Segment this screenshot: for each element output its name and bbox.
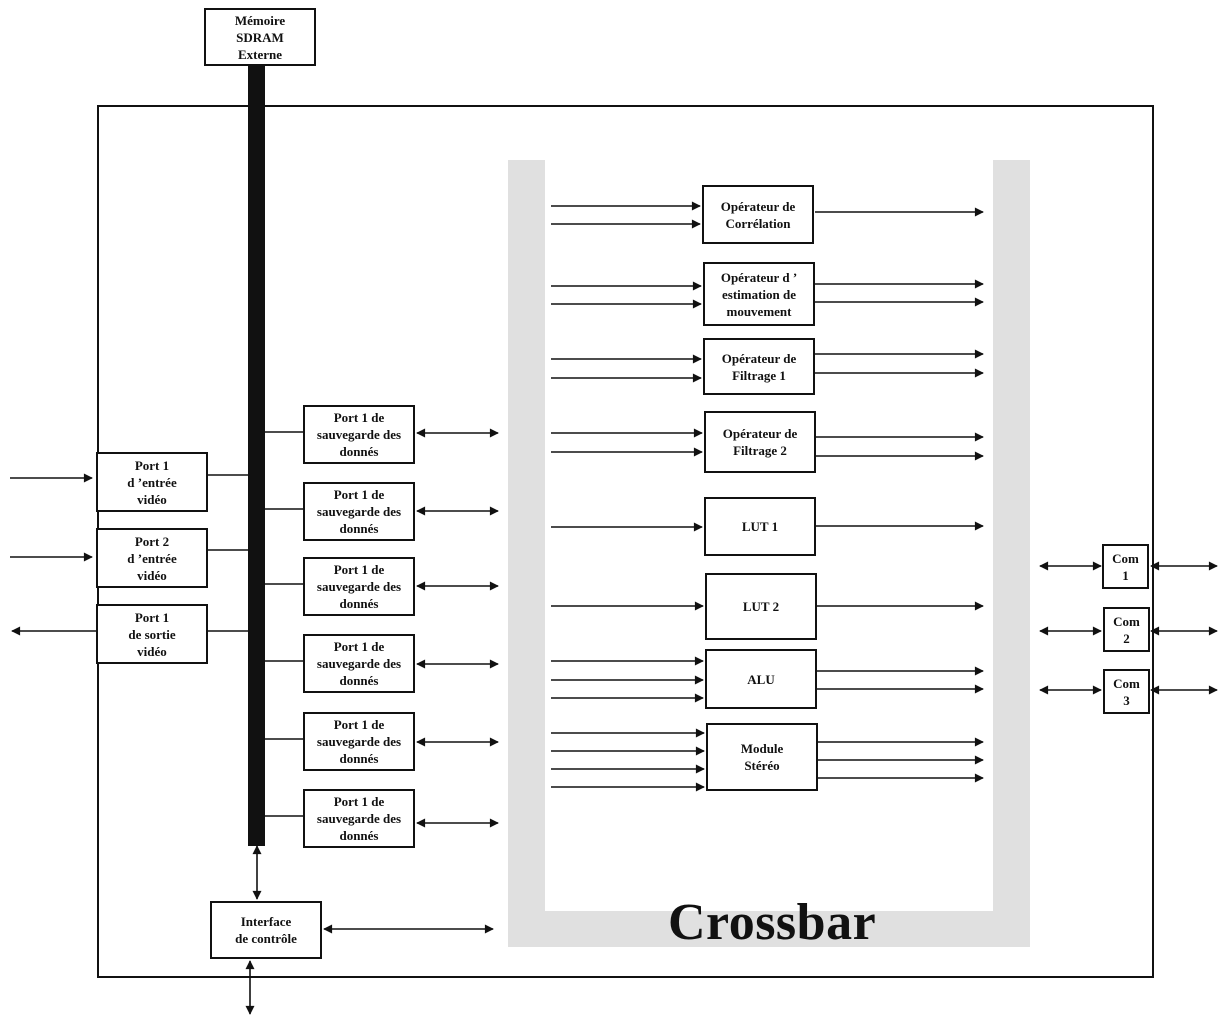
correlation-operator: Opérateur de Corrélation <box>702 185 814 244</box>
filtering-1-operator: Opérateur de Filtrage 1 <box>703 338 815 395</box>
sdram-memory-label: Mémoire SDRAM Externe <box>234 12 286 62</box>
operator-label: Opérateur d ’ estimation de mouvement <box>720 269 798 319</box>
com-port-label: Com 2 <box>1113 613 1140 646</box>
control-interface-label: Interface de contrôle <box>235 914 297 946</box>
save-port-label: Port 1 de sauvegarde des donnés <box>316 794 402 843</box>
motion-estimation-operator: Opérateur d ’ estimation de mouvement <box>703 262 815 326</box>
sdram-memory-box: Mémoire SDRAM Externe <box>204 8 316 66</box>
lut-1-box: LUT 1 <box>704 497 816 556</box>
video-port-label: Port 2 d ’entrée vidéo <box>127 533 177 583</box>
operator-label: Opérateur de Filtrage 2 <box>722 426 798 458</box>
operator-label: LUT 2 <box>742 599 780 614</box>
com-port-2: Com 2 <box>1103 607 1150 652</box>
save-port-label: Port 1 de sauvegarde des donnés <box>316 717 402 766</box>
operator-label: LUT 1 <box>741 519 779 534</box>
stereo-module-box: Module Stéréo <box>706 723 818 791</box>
video-output-port-1: Port 1 de sortie vidéo <box>96 604 208 664</box>
save-port-label: Port 1 de sauvegarde des donnés <box>316 410 402 459</box>
save-port-2: Port 1 de sauvegarde des donnés <box>303 482 415 541</box>
video-port-label: Port 1 d ’entrée vidéo <box>127 457 177 507</box>
alu-box: ALU <box>705 649 817 709</box>
com-port-label: Com 1 <box>1112 550 1139 583</box>
video-port-label: Port 1 de sortie vidéo <box>128 609 176 659</box>
com-port-3: Com 3 <box>1103 669 1150 714</box>
save-port-3: Port 1 de sauvegarde des donnés <box>303 557 415 616</box>
operator-label: Opérateur de Corrélation <box>720 198 796 231</box>
save-port-label: Port 1 de sauvegarde des donnés <box>316 487 402 536</box>
save-port-5: Port 1 de sauvegarde des donnés <box>303 712 415 771</box>
save-port-label: Port 1 de sauvegarde des donnés <box>316 639 402 688</box>
com-port-label: Com 3 <box>1113 675 1140 708</box>
save-port-1: Port 1 de sauvegarde des donnés <box>303 405 415 464</box>
save-port-label: Port 1 de sauvegarde des donnés <box>316 562 402 611</box>
video-input-port-1: Port 1 d ’entrée vidéo <box>96 452 208 512</box>
control-interface-box: Interface de contrôle <box>210 901 322 959</box>
crossbar-label: Crossbar <box>668 894 877 951</box>
operator-label: Module Stéréo <box>740 741 784 773</box>
operator-label: Opérateur de Filtrage 1 <box>721 350 797 383</box>
save-port-6: Port 1 de sauvegarde des donnés <box>303 789 415 848</box>
com-port-1: Com 1 <box>1102 544 1149 589</box>
filtering-2-operator: Opérateur de Filtrage 2 <box>704 411 816 473</box>
save-port-4: Port 1 de sauvegarde des donnés <box>303 634 415 693</box>
memory-bus <box>248 66 265 846</box>
video-input-port-2: Port 2 d ’entrée vidéo <box>96 528 208 588</box>
operator-label: ALU <box>747 671 775 687</box>
lut-2-box: LUT 2 <box>705 573 817 640</box>
